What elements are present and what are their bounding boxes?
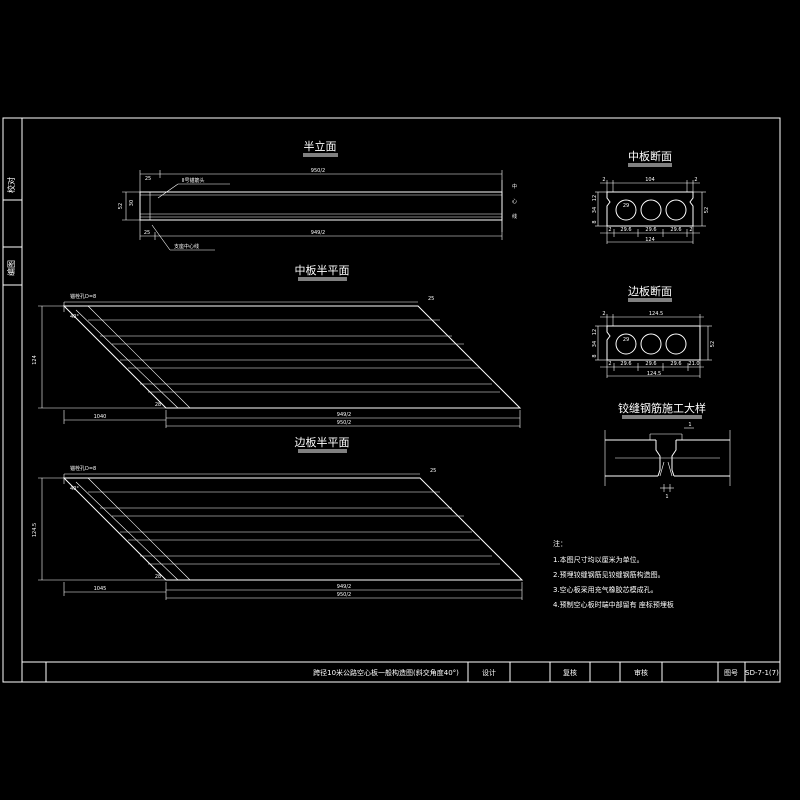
mid-sec-bot-2: 29.6: [645, 227, 656, 233]
edge-dim-left: 124.5: [32, 523, 38, 537]
edge-sec-top-0: 2: [602, 311, 605, 317]
elev-dim-h0: 52: [118, 203, 124, 209]
mid-sec-bot-0: 2: [608, 227, 611, 233]
edge-sec-bot-2: 29.6: [645, 361, 656, 367]
mid-sec-total: 124: [645, 237, 655, 243]
mid-sec-side-2: 8: [592, 220, 598, 223]
joint-dim-bottom: 1: [665, 494, 668, 500]
review-label: 复核: [563, 668, 577, 677]
edge-dim-bottom-b: 950/2: [337, 592, 351, 598]
elev-bearing-label: Ⅱ号锚筋头: [182, 177, 204, 184]
mid-section-title: 中板断面: [628, 149, 672, 163]
edge-sec-bot-1: 29.6: [620, 361, 631, 367]
edge-sec-top-1: 124.5: [649, 311, 663, 317]
edge-angle: 40°: [70, 486, 79, 492]
elev-dim-left-bottom: 25: [144, 230, 150, 236]
edge-plan-title: 边板半平面: [295, 435, 350, 449]
edge-sec-side-2: 8: [592, 354, 598, 357]
elev-dim-h1: 30: [129, 200, 135, 206]
edge-sec-right: 52: [710, 341, 716, 347]
joint-detail: 铰缝钢筋施工大样 1 1: [604, 401, 731, 500]
edge-hole-label: 锚栓孔D=8: [70, 465, 96, 472]
edge-sec-bot-0: 2: [608, 361, 611, 367]
note-1: 1.本图尺寸均以厘米为单位。: [553, 555, 644, 564]
edge-sec-side-0: 12: [592, 329, 598, 335]
edge-dim-right: 25: [430, 468, 436, 474]
elev-dim-left: 25: [145, 176, 151, 182]
mid-sec-bot-3: 29.6: [670, 227, 681, 233]
drawing-no: SD-7-1(7): [745, 669, 779, 677]
mid-sec-right: 52: [704, 207, 710, 213]
mid-dim-bottom-a: 949/2: [337, 412, 351, 418]
mid-sec-top-0: 2: [602, 177, 605, 183]
drawing-title: 跨径10米公路空心板一般构造图(斜交角度40°): [313, 668, 459, 677]
mid-sec-hole: 29: [623, 203, 629, 209]
approve-label: 审核: [634, 668, 648, 677]
elevation-title: 半立面: [304, 139, 337, 153]
mid-dim-offset: 1040: [94, 414, 107, 420]
mid-hole-label: 锚栓孔D=8: [70, 293, 96, 300]
half-elevation: 半立面 950/2 25 949/2 25 52 30 中 心 线: [118, 139, 517, 251]
edge-dim-offset: 1045: [94, 586, 107, 592]
edge-sec-bot-3: 29.6: [670, 361, 681, 367]
mid-sec-top-1: 104: [645, 177, 655, 183]
elev-center-0: 中: [512, 183, 517, 190]
edge-section: 边板断面 2 124.5 2 29.6 29.6 29.6 21.0 124.5…: [592, 284, 716, 378]
elev-center-1: 心: [512, 198, 517, 205]
notes-heading: 注：: [553, 539, 567, 548]
joint-detail-title: 铰缝钢筋施工大样: [618, 401, 706, 415]
elev-support-label: 支座中心线: [174, 243, 199, 250]
design-label: 设计: [482, 668, 496, 677]
mid-sec-side-1: 34: [592, 207, 598, 213]
notes: 注： 1.本图尺寸均以厘米为单位。 2.预埋铰缝钢筋见铰缝钢筋构造图。 3.空心…: [553, 539, 674, 609]
title-block: 跨径10米公路空心板一般构造图(斜交角度40°) 设计 复核 审核 图号 SD-…: [22, 661, 780, 682]
edge-plate-plan: 边板半平面 124.5 949/2 950/2 1045 28 锚栓孔D=8 4…: [32, 435, 524, 600]
joint-dim-top: 1: [688, 422, 691, 428]
edge-sec-side-1: 34: [592, 341, 598, 347]
elev-center-2: 线: [512, 213, 517, 220]
edge-dim-small: 28: [155, 574, 161, 580]
outer-frame: [2, 117, 781, 683]
edge-dim-bottom-a: 949/2: [337, 584, 351, 590]
mid-dim-right: 25: [428, 296, 434, 302]
mid-sec-bot-4: 2: [689, 227, 692, 233]
elev-dim-bottom: 949/2: [311, 230, 325, 236]
note-2: 2.预埋铰缝钢筋见铰缝钢筋构造图。: [553, 570, 665, 579]
mid-angle: 40°: [70, 314, 79, 320]
edge-sec-bot-4: 21.0: [688, 361, 699, 367]
mid-dim-small: 28: [155, 402, 161, 408]
mid-plate-plan: 中板半平面 124 949/2 950/2 1040 28 锚栓孔D=8: [32, 263, 522, 428]
mid-plan-title: 中板半平面: [295, 263, 350, 277]
elev-dim-top: 950/2: [311, 168, 325, 174]
mid-section: 中板断面 2 104 2 2 29.6 29.6 29.6 2 124 29 1…: [592, 149, 710, 244]
drawing-no-label: 图号: [724, 669, 738, 677]
edge-section-title: 边板断面: [628, 284, 672, 298]
note-3: 3.空心板采用充气橡胶芯模成孔。: [553, 585, 658, 594]
side-label-draw: 编图: [6, 260, 16, 276]
mid-sec-bot-1: 29.6: [620, 227, 631, 233]
mid-sec-top-2: 2: [694, 177, 697, 183]
note-4: 4.预制空心板时端中部留有 座标预埋板: [553, 600, 674, 609]
edge-sec-total: 124.5: [647, 371, 661, 377]
edge-sec-hole: 29: [623, 337, 629, 343]
mid-sec-side-0: 12: [592, 195, 598, 201]
side-label-check: 校对: [6, 177, 16, 193]
mid-dim-left: 124: [32, 355, 38, 365]
mid-dim-bottom-b: 950/2: [337, 420, 351, 426]
